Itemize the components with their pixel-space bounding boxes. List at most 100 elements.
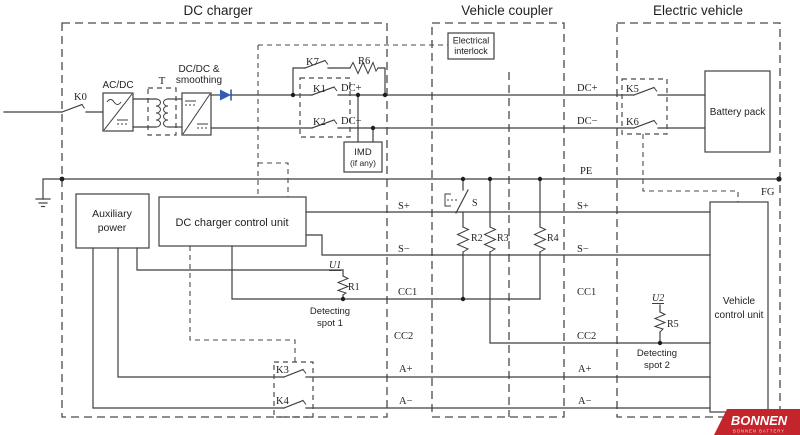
label-dcdc-1: DC/DC & — [178, 64, 219, 75]
title-electric-vehicle: Electric vehicle — [653, 3, 743, 18]
label-charger-control-unit: DC charger control unit — [175, 217, 288, 229]
resistor-r2 — [456, 226, 470, 253]
label-dc-plus-left: DC+ — [341, 83, 362, 94]
r3-cc2-chain — [483, 178, 711, 344]
region-electric-vehicle-boundary — [616, 22, 781, 418]
label-battery-pack: Battery pack — [710, 107, 767, 118]
label-s-plus-left: S+ — [398, 201, 410, 212]
charger-linkage-dashes — [189, 45, 296, 362]
u1-r1-detection — [136, 247, 350, 300]
switch-k5 — [633, 86, 655, 96]
resistor-r6 — [349, 61, 379, 75]
switch-k1 — [311, 86, 335, 96]
label-r6: R6 — [358, 56, 370, 67]
contactor-k3-k4-box — [273, 361, 314, 418]
label-r4: R4 — [547, 233, 559, 244]
label-k1: K1 — [313, 84, 326, 95]
label-u1: U1 — [329, 260, 341, 271]
switch-k4 — [283, 399, 304, 409]
secondary-coil-icon — [163, 98, 169, 128]
label-fg: FG — [761, 187, 775, 198]
logo-tagline-text: BONNEN BATTERY — [733, 429, 785, 434]
imd-block — [343, 94, 383, 173]
label-k3: K3 — [276, 365, 289, 376]
label-aux-2: power — [98, 222, 127, 234]
label-imd-2: (if any) — [350, 158, 376, 168]
resistor-r4 — [533, 226, 547, 253]
label-s-switch: S — [472, 198, 478, 209]
precharge-branch-k7-r6 — [292, 59, 386, 96]
switch-s — [455, 189, 469, 214]
switch-k3 — [283, 368, 304, 378]
label-k5: K5 — [626, 84, 639, 95]
label-cc1-right: CC1 — [577, 287, 596, 298]
resistor-r5 — [653, 311, 667, 333]
switch-k6 — [633, 119, 655, 129]
primary-coil-icon — [155, 98, 161, 128]
switch-k2 — [311, 119, 335, 129]
plug-switch-s-r2-chain — [444, 178, 470, 300]
dcdc-converter-block — [181, 92, 212, 136]
wire-a-plus — [117, 247, 711, 378]
title-dc-charger: DC charger — [183, 3, 253, 18]
acdc-converter-block — [102, 92, 134, 132]
label-a-plus-left: A+ — [399, 364, 413, 375]
contactor-k5-k6-box — [621, 78, 668, 135]
label-a-minus-right: A− — [578, 396, 592, 407]
label-k2: K2 — [313, 117, 326, 128]
diode-icon — [210, 89, 294, 101]
label-a-plus-right: A+ — [578, 364, 592, 375]
label-k7: K7 — [306, 57, 319, 68]
label-a-minus-left: A− — [399, 396, 413, 407]
label-detecting-spot2-1: Detecting — [637, 348, 677, 359]
label-r3: R3 — [497, 233, 509, 244]
label-interlock-2: interlock — [454, 46, 488, 56]
button-linkage-icon — [444, 193, 459, 207]
wire-dc-plus — [292, 86, 706, 96]
label-vcu-1: Vehicle — [723, 296, 756, 307]
wire-a-minus — [92, 247, 711, 409]
label-k6: K6 — [626, 117, 639, 128]
electrical-interlock-block — [258, 32, 495, 60]
label-s-plus-right: S+ — [577, 201, 589, 212]
label-r5: R5 — [667, 319, 679, 330]
label-detecting-spot1-2: spot 1 — [317, 318, 343, 329]
label-r2: R2 — [471, 233, 483, 244]
label-dcdc-2: smoothing — [176, 75, 222, 86]
resistor-r1 — [336, 275, 350, 296]
label-s-minus-left: S− — [398, 244, 410, 255]
label-u2: U2 — [652, 293, 664, 304]
label-r1: R1 — [348, 282, 360, 293]
auxiliary-power-block — [75, 193, 150, 249]
label-dc-plus-right: DC+ — [577, 83, 598, 94]
u2-r5-detection — [652, 303, 667, 344]
label-pe: PE — [580, 166, 592, 177]
resistor-r3 — [483, 226, 497, 253]
label-vcu-2: control unit — [715, 310, 764, 321]
wire-dc-minus — [210, 119, 706, 129]
label-cc2-right: CC2 — [577, 331, 596, 342]
region-vehicle-coupler-boundary — [431, 22, 565, 418]
region-dc-charger-boundary — [61, 22, 388, 418]
charger-control-unit-block — [158, 196, 307, 247]
wire-cc1 — [231, 245, 541, 300]
junction-dots — [59, 92, 782, 346]
ac-sine-icon — [106, 99, 122, 105]
switch-k0 — [61, 103, 104, 113]
transformer-block — [132, 87, 183, 136]
label-interlock-1: Electrical — [453, 36, 490, 46]
logo-brand-text: BONNEN — [731, 413, 788, 428]
label-k0: K0 — [74, 92, 87, 103]
pe-line — [35, 178, 780, 208]
wire-cc2 — [489, 251, 711, 344]
label-detecting-spot1-1: Detecting — [310, 306, 350, 317]
label-cc1-left: CC1 — [398, 287, 417, 298]
title-vehicle-coupler: Vehicle coupler — [461, 3, 553, 18]
label-detecting-spot2-2: spot 2 — [644, 360, 670, 371]
label-s-minus-right: S− — [577, 244, 589, 255]
wire-s-minus — [305, 234, 711, 256]
label-imd-1: IMD — [354, 147, 372, 158]
vehicle-linkage-dash — [642, 134, 739, 202]
